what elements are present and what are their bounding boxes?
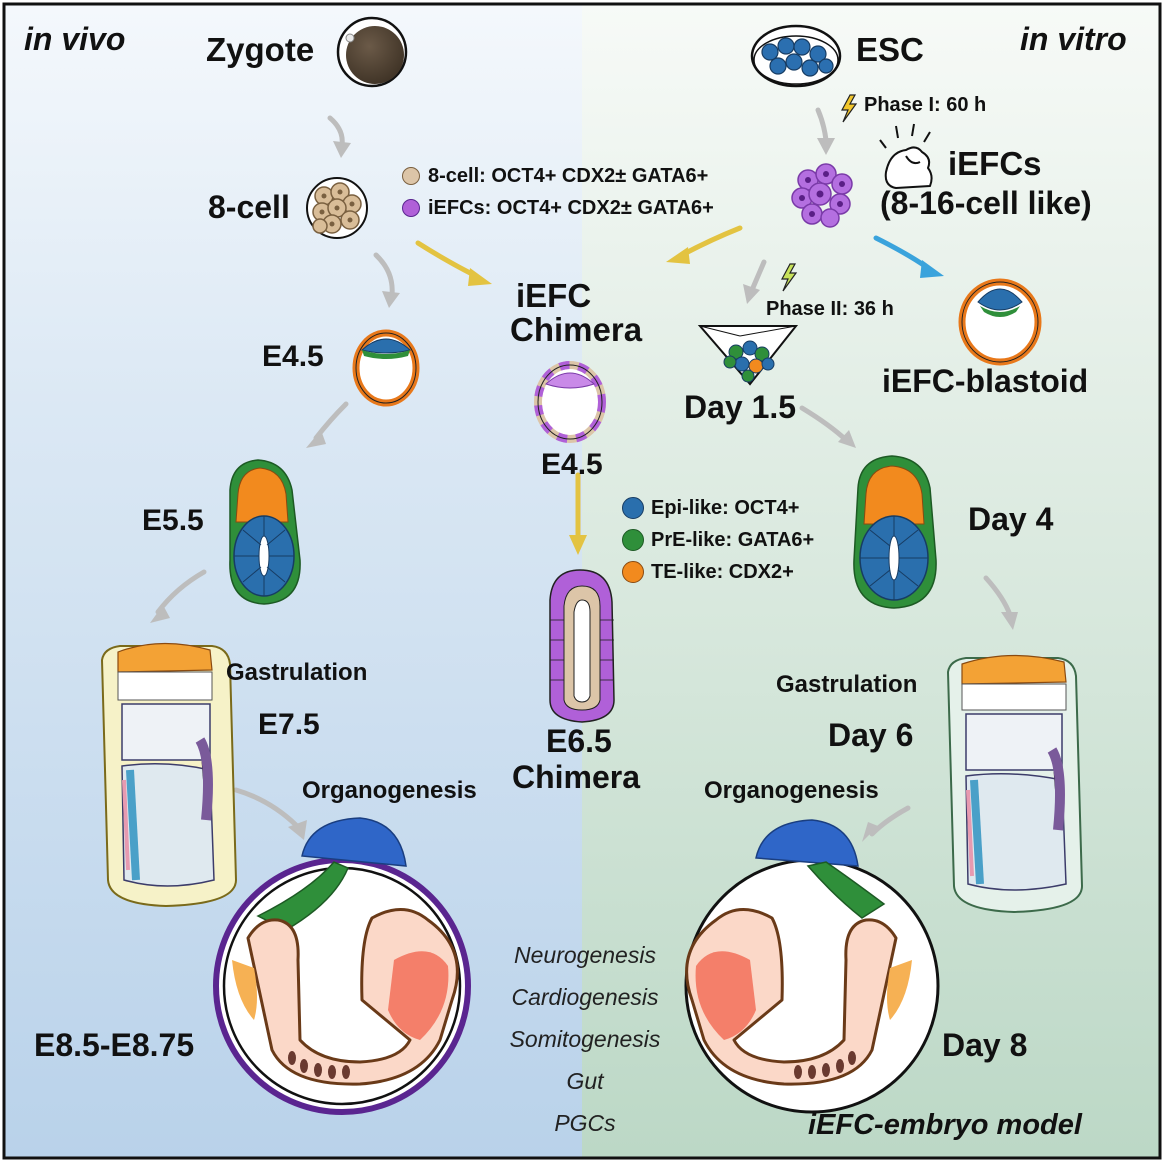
organogenesis-right-label: Organogenesis (704, 777, 879, 804)
te-dot-icon (622, 561, 644, 583)
epi-dot-icon (622, 497, 644, 519)
iefc-dot-icon (402, 199, 420, 217)
lineage-legend-item: PrE-like: GATA6+ (622, 524, 814, 556)
e75-label: E7.5 (258, 708, 320, 741)
esc-illustration (750, 24, 842, 88)
blastoid-label: iEFC-blastoid (882, 363, 1089, 399)
lineage-legend-text: Epi-like: OCT4+ (651, 497, 800, 519)
yellow-arrowheads (468, 247, 690, 555)
marker-legend-text: iEFCs: OCT4+ CDX2± GATA6+ (428, 197, 714, 219)
iefc-nuclei (799, 171, 845, 217)
gray-arrowheads (150, 138, 1018, 842)
phase1-label: Phase I: 60 h (864, 94, 987, 116)
gastrulation-left-label: Gastrulation (226, 659, 368, 686)
chimera-title-2: Chimera (510, 311, 643, 348)
chimera-e45-blastocyst (534, 361, 606, 443)
arrows (150, 107, 1018, 842)
e65-chimera-label: Chimera (512, 759, 641, 795)
zygote-illustration (336, 16, 408, 88)
marker-legend-item: iEFCs: OCT4+ CDX2± GATA6+ (402, 192, 714, 224)
eight-cell-dot-icon (402, 167, 420, 185)
marker-legend: 8-cell: OCT4+ CDX2± GATA6+ iEFCs: OCT4+ … (402, 160, 714, 224)
process-item: Cardiogenesis (511, 984, 659, 1010)
iefcs-title: iEFCs (948, 145, 1042, 182)
invivo-label: in vivo (24, 21, 126, 57)
e55-egg-cylinder (229, 459, 301, 605)
process-item: Somitogenesis (509, 1026, 661, 1052)
phase2-label: Phase II: 36 h (766, 298, 894, 320)
day6-gastrulation-embryo (946, 654, 1084, 914)
e85-label: E8.5-E8.75 (34, 1027, 195, 1063)
lineage-legend-text: PrE-like: GATA6+ (651, 529, 815, 551)
eight-cell-embryo (306, 177, 368, 239)
eight-cell-label: 8-cell (208, 189, 290, 225)
esc-label: ESC (856, 31, 924, 68)
e45-mid-label: E4.5 (541, 448, 603, 481)
lineage-legend: Epi-like: OCT4+ PrE-like: GATA6+ TE-like… (622, 492, 814, 588)
process-list: Neurogenesis Cardiogenesis Somitogenesis… (480, 940, 690, 1150)
e45-blastocyst (352, 329, 420, 407)
process-item: PGCs (554, 1110, 616, 1136)
e85-embryo (213, 817, 471, 1115)
e75-gastrulation-embryo (100, 642, 238, 908)
lightning-icon (841, 94, 858, 123)
model-label: iEFC-embryo model (808, 1109, 1082, 1141)
e65-chimera-embryo (549, 569, 615, 723)
iefc-blastoid (958, 278, 1042, 366)
marker-legend-item: 8-cell: OCT4+ CDX2± GATA6+ (402, 160, 714, 192)
flexed-arm-icon (879, 123, 933, 189)
process-item: Gut (566, 1068, 604, 1094)
marker-legend-text: 8-cell: OCT4+ CDX2± GATA6+ (428, 165, 709, 187)
lineage-legend-text: TE-like: CDX2+ (651, 561, 794, 583)
iefcs-subtitle: (8-16-cell like) (880, 185, 1092, 221)
day4-label: Day 4 (968, 501, 1054, 537)
gastrulation-right-label: Gastrulation (776, 671, 918, 698)
blue-arrowhead (920, 260, 944, 278)
pre-dot-icon (622, 529, 644, 551)
e45-left-label: E4.5 (262, 340, 324, 373)
lightning-icon (781, 263, 798, 292)
invitro-label: in vitro (1020, 21, 1127, 57)
organogenesis-left-label: Organogenesis (302, 777, 477, 804)
day8-label: Day 8 (942, 1027, 1028, 1063)
zygote-label: Zygote (206, 31, 315, 68)
day6-label: Day 6 (828, 717, 914, 753)
chimera-title-1: iEFC (516, 277, 592, 314)
lineage-legend-item: TE-like: CDX2+ (622, 556, 814, 588)
day4-egg-cylinder (853, 455, 937, 609)
e55-label: E5.5 (142, 504, 204, 537)
day15-aggregate (697, 325, 799, 386)
e65-label: E6.5 (546, 723, 612, 759)
process-item: Neurogenesis (514, 942, 656, 968)
day8-embryo (684, 819, 940, 1114)
day15-label: Day 1.5 (684, 389, 797, 425)
lineage-legend-item: Epi-like: OCT4+ (622, 492, 814, 524)
